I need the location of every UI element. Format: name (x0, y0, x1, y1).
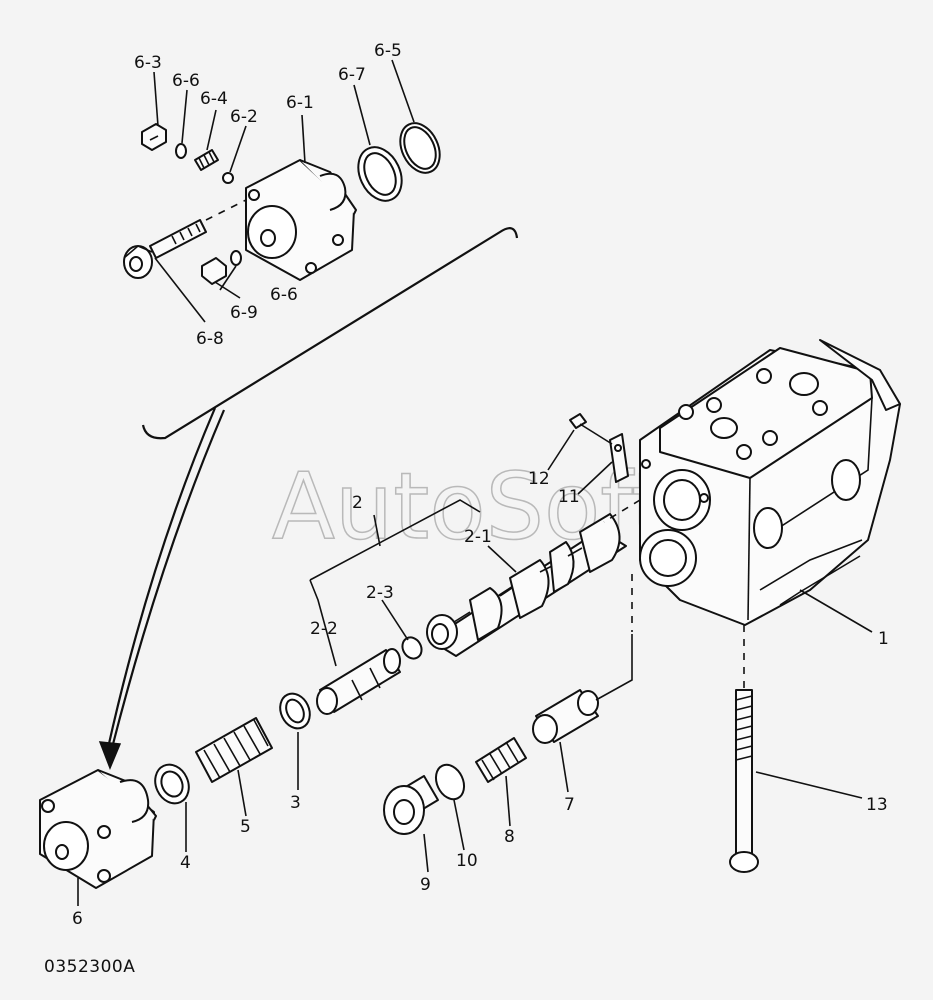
label-6-7: 6-7 (338, 65, 366, 85)
part-2-2-plunger (316, 648, 401, 715)
main-leaders (77, 429, 873, 906)
part-1-valve-body (639, 339, 901, 626)
part-6-5-oring (399, 122, 441, 174)
label-3: 3 (290, 793, 301, 813)
label-10: 10 (456, 851, 478, 871)
label-1: 1 (878, 629, 889, 649)
label-7: 7 (564, 795, 575, 815)
part-6-7-backup-ring (357, 146, 403, 202)
part-2-1-spool (426, 513, 627, 657)
label-2-1: 2-1 (464, 527, 492, 547)
part-12-screw (569, 413, 613, 445)
part-10-oring (434, 763, 466, 801)
detail-inset: 6-3 6-6 6-4 6-2 6-1 6-7 6-5 6-9 6-6 6-8 (123, 41, 519, 440)
label-12: 12 (528, 469, 550, 489)
part-6-8-bolt (123, 219, 207, 279)
part-6-1-cover (245, 159, 357, 281)
label-6-3: 6-3 (134, 53, 162, 73)
part-8-spring (475, 737, 527, 783)
part-3-washer (279, 692, 311, 730)
label-6-6-bottom: 6-6 (270, 285, 298, 305)
label-2-2: 2-2 (310, 619, 338, 639)
part-9-plug (383, 775, 439, 835)
part-13-bolt (729, 689, 759, 873)
label-6: 6 (72, 909, 83, 929)
label-6-5: 6-5 (374, 41, 402, 61)
detail-arrow (98, 407, 226, 771)
part-2-3-oring (401, 636, 423, 660)
part-6-6-oring-top (175, 143, 187, 159)
inset-frame (141, 227, 519, 440)
label-11: 11 (558, 487, 580, 507)
drawing-code: 0352300A (44, 957, 135, 977)
part-6-9-plug (201, 257, 227, 285)
label-9: 9 (420, 875, 431, 895)
label-6-6-top: 6-6 (172, 71, 200, 91)
label-4: 4 (180, 853, 191, 873)
part-6-cover-assembly (39, 769, 157, 889)
label-6-9: 6-9 (230, 303, 258, 323)
label-6-1: 6-1 (286, 93, 314, 113)
part-11-plate (609, 433, 629, 483)
label-6-4: 6-4 (200, 89, 228, 109)
label-5: 5 (240, 817, 251, 837)
part-4-ring (154, 763, 190, 805)
part-6-6-oring-bottom (230, 250, 242, 266)
inset-leaders (153, 59, 415, 323)
label-6-2: 6-2 (230, 107, 258, 127)
part-6-3-plug (141, 123, 167, 151)
part-5-spring (195, 717, 273, 783)
label-13: 13 (866, 795, 888, 815)
label-6-8: 6-8 (196, 329, 224, 349)
label-8: 8 (504, 827, 515, 847)
label-2-3: 2-3 (366, 583, 394, 603)
label-2: 2 (352, 493, 363, 513)
part-6-4-spring (194, 149, 219, 171)
part-6-2-ball (222, 172, 234, 184)
part-7-sleeve (532, 689, 599, 744)
